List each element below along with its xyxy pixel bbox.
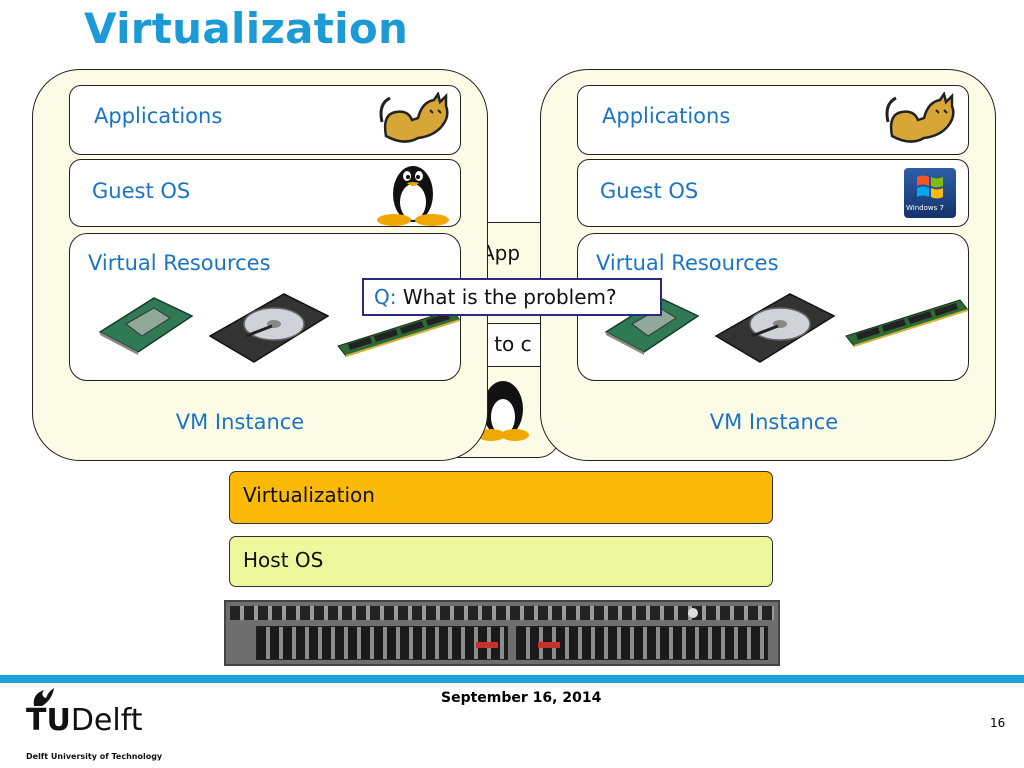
cpu-icon (98, 297, 194, 355)
applications-label: Applications (94, 104, 223, 128)
hard-disk-icon (714, 293, 836, 363)
guest-os-label: Guest OS (600, 179, 699, 203)
question-text: What is the problem? (396, 285, 617, 309)
footer-date: September 16, 2014 (441, 690, 602, 706)
windows-badge-text: Windows 7 (906, 204, 944, 212)
logo-delft: Delft (70, 703, 143, 738)
background-text-fragment: t to c (480, 332, 532, 356)
ram-icon (845, 299, 969, 347)
windows-flag-icon (917, 175, 943, 199)
applications-layer-left: Applications (69, 85, 461, 155)
tomcat-icon (885, 92, 955, 143)
question-prefix: Q: (374, 285, 397, 309)
tu-delft-flame-icon (33, 688, 54, 706)
guest-os-layer-left: Guest OS (69, 159, 461, 227)
guest-os-layer-right: Guest OS Windows 7 (577, 159, 969, 227)
host-os-layer: Host OS (229, 536, 773, 587)
tomcat-icon (379, 92, 449, 143)
slide-title: Virtualization (84, 4, 409, 53)
linux-tux-icon (377, 166, 449, 226)
server-drive-handle-right (538, 642, 560, 648)
penguin-fragment-icon (477, 381, 529, 441)
windows7-icon: Windows 7 (904, 168, 956, 218)
logo-tu: TU (26, 703, 71, 738)
guest-os-label: Guest OS (92, 179, 191, 203)
vm-instance-right: Applications Guest OS Windows 7 Virtual … (540, 69, 996, 461)
question-callout: Q: What is the problem? (362, 278, 662, 316)
tu-delft-subtitle: Delft University of Technology (26, 752, 163, 761)
applications-label: Applications (602, 104, 731, 128)
virtualization-layer: Virtualization (229, 471, 773, 524)
vm-instance-label: VM Instance (709, 410, 839, 434)
vm-instance-label: VM Instance (175, 410, 305, 434)
page-number: 16 (990, 716, 1006, 730)
server-top-strip (230, 606, 774, 620)
virtual-resources-label: Virtual Resources (88, 251, 271, 275)
vm-instance-left: Applications Guest OS Virtual Resources (32, 69, 488, 461)
virtual-resources-label: Virtual Resources (596, 251, 779, 275)
server-hardware-image (224, 600, 780, 666)
hard-disk-icon (208, 293, 330, 363)
footer-bar (0, 675, 1024, 683)
ram-icon (337, 309, 461, 357)
server-drive-handle-left (476, 642, 498, 648)
server-drive-bay-left (256, 626, 508, 660)
tu-delft-logo: TUDelft (26, 703, 143, 738)
virtualization-label: Virtualization (243, 483, 375, 507)
host-os-label: Host OS (243, 548, 324, 572)
server-power-indicator (688, 608, 698, 618)
applications-layer-right: Applications (577, 85, 969, 155)
